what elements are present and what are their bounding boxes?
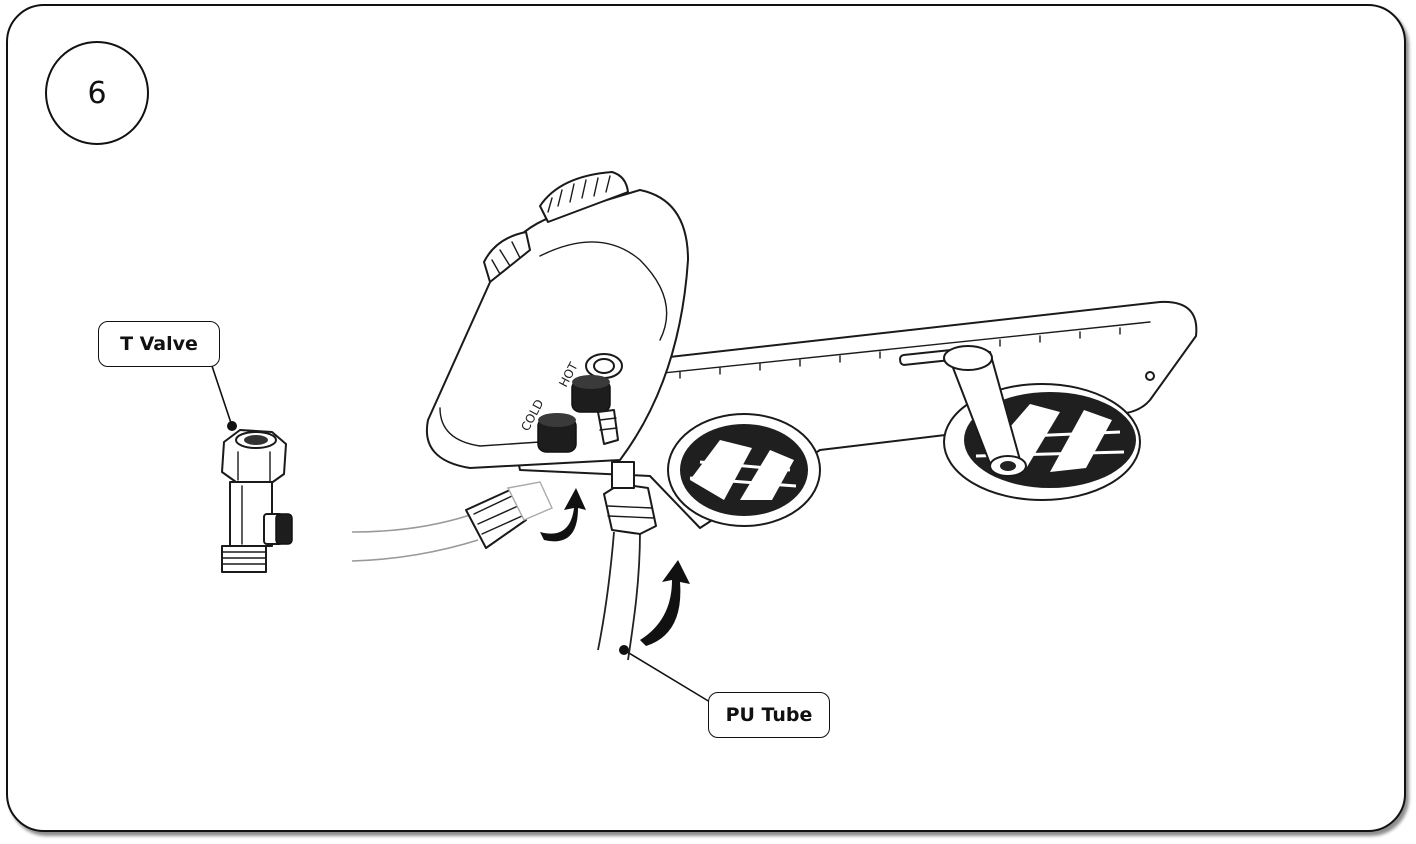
mounting-stem xyxy=(943,345,1027,477)
curved-arrow-icon xyxy=(640,560,690,646)
step-number: 6 xyxy=(87,75,107,111)
step-number-badge: 6 xyxy=(45,41,149,145)
pu-tube-callout: PU Tube xyxy=(708,692,830,738)
filter-housing: COLD HOT xyxy=(425,171,689,469)
filter-disc-left xyxy=(667,413,821,527)
t-valve-label: T Valve xyxy=(120,333,198,355)
curved-arrow-icon xyxy=(540,488,586,542)
pu-tube-label: PU Tube xyxy=(725,704,813,726)
water-hose xyxy=(351,481,553,562)
leader-t-valve xyxy=(211,365,237,431)
pu-tube xyxy=(597,461,657,661)
t-valve-callout: T Valve xyxy=(98,321,220,367)
t-valve xyxy=(221,429,293,573)
leader-pu-tube xyxy=(619,645,711,703)
